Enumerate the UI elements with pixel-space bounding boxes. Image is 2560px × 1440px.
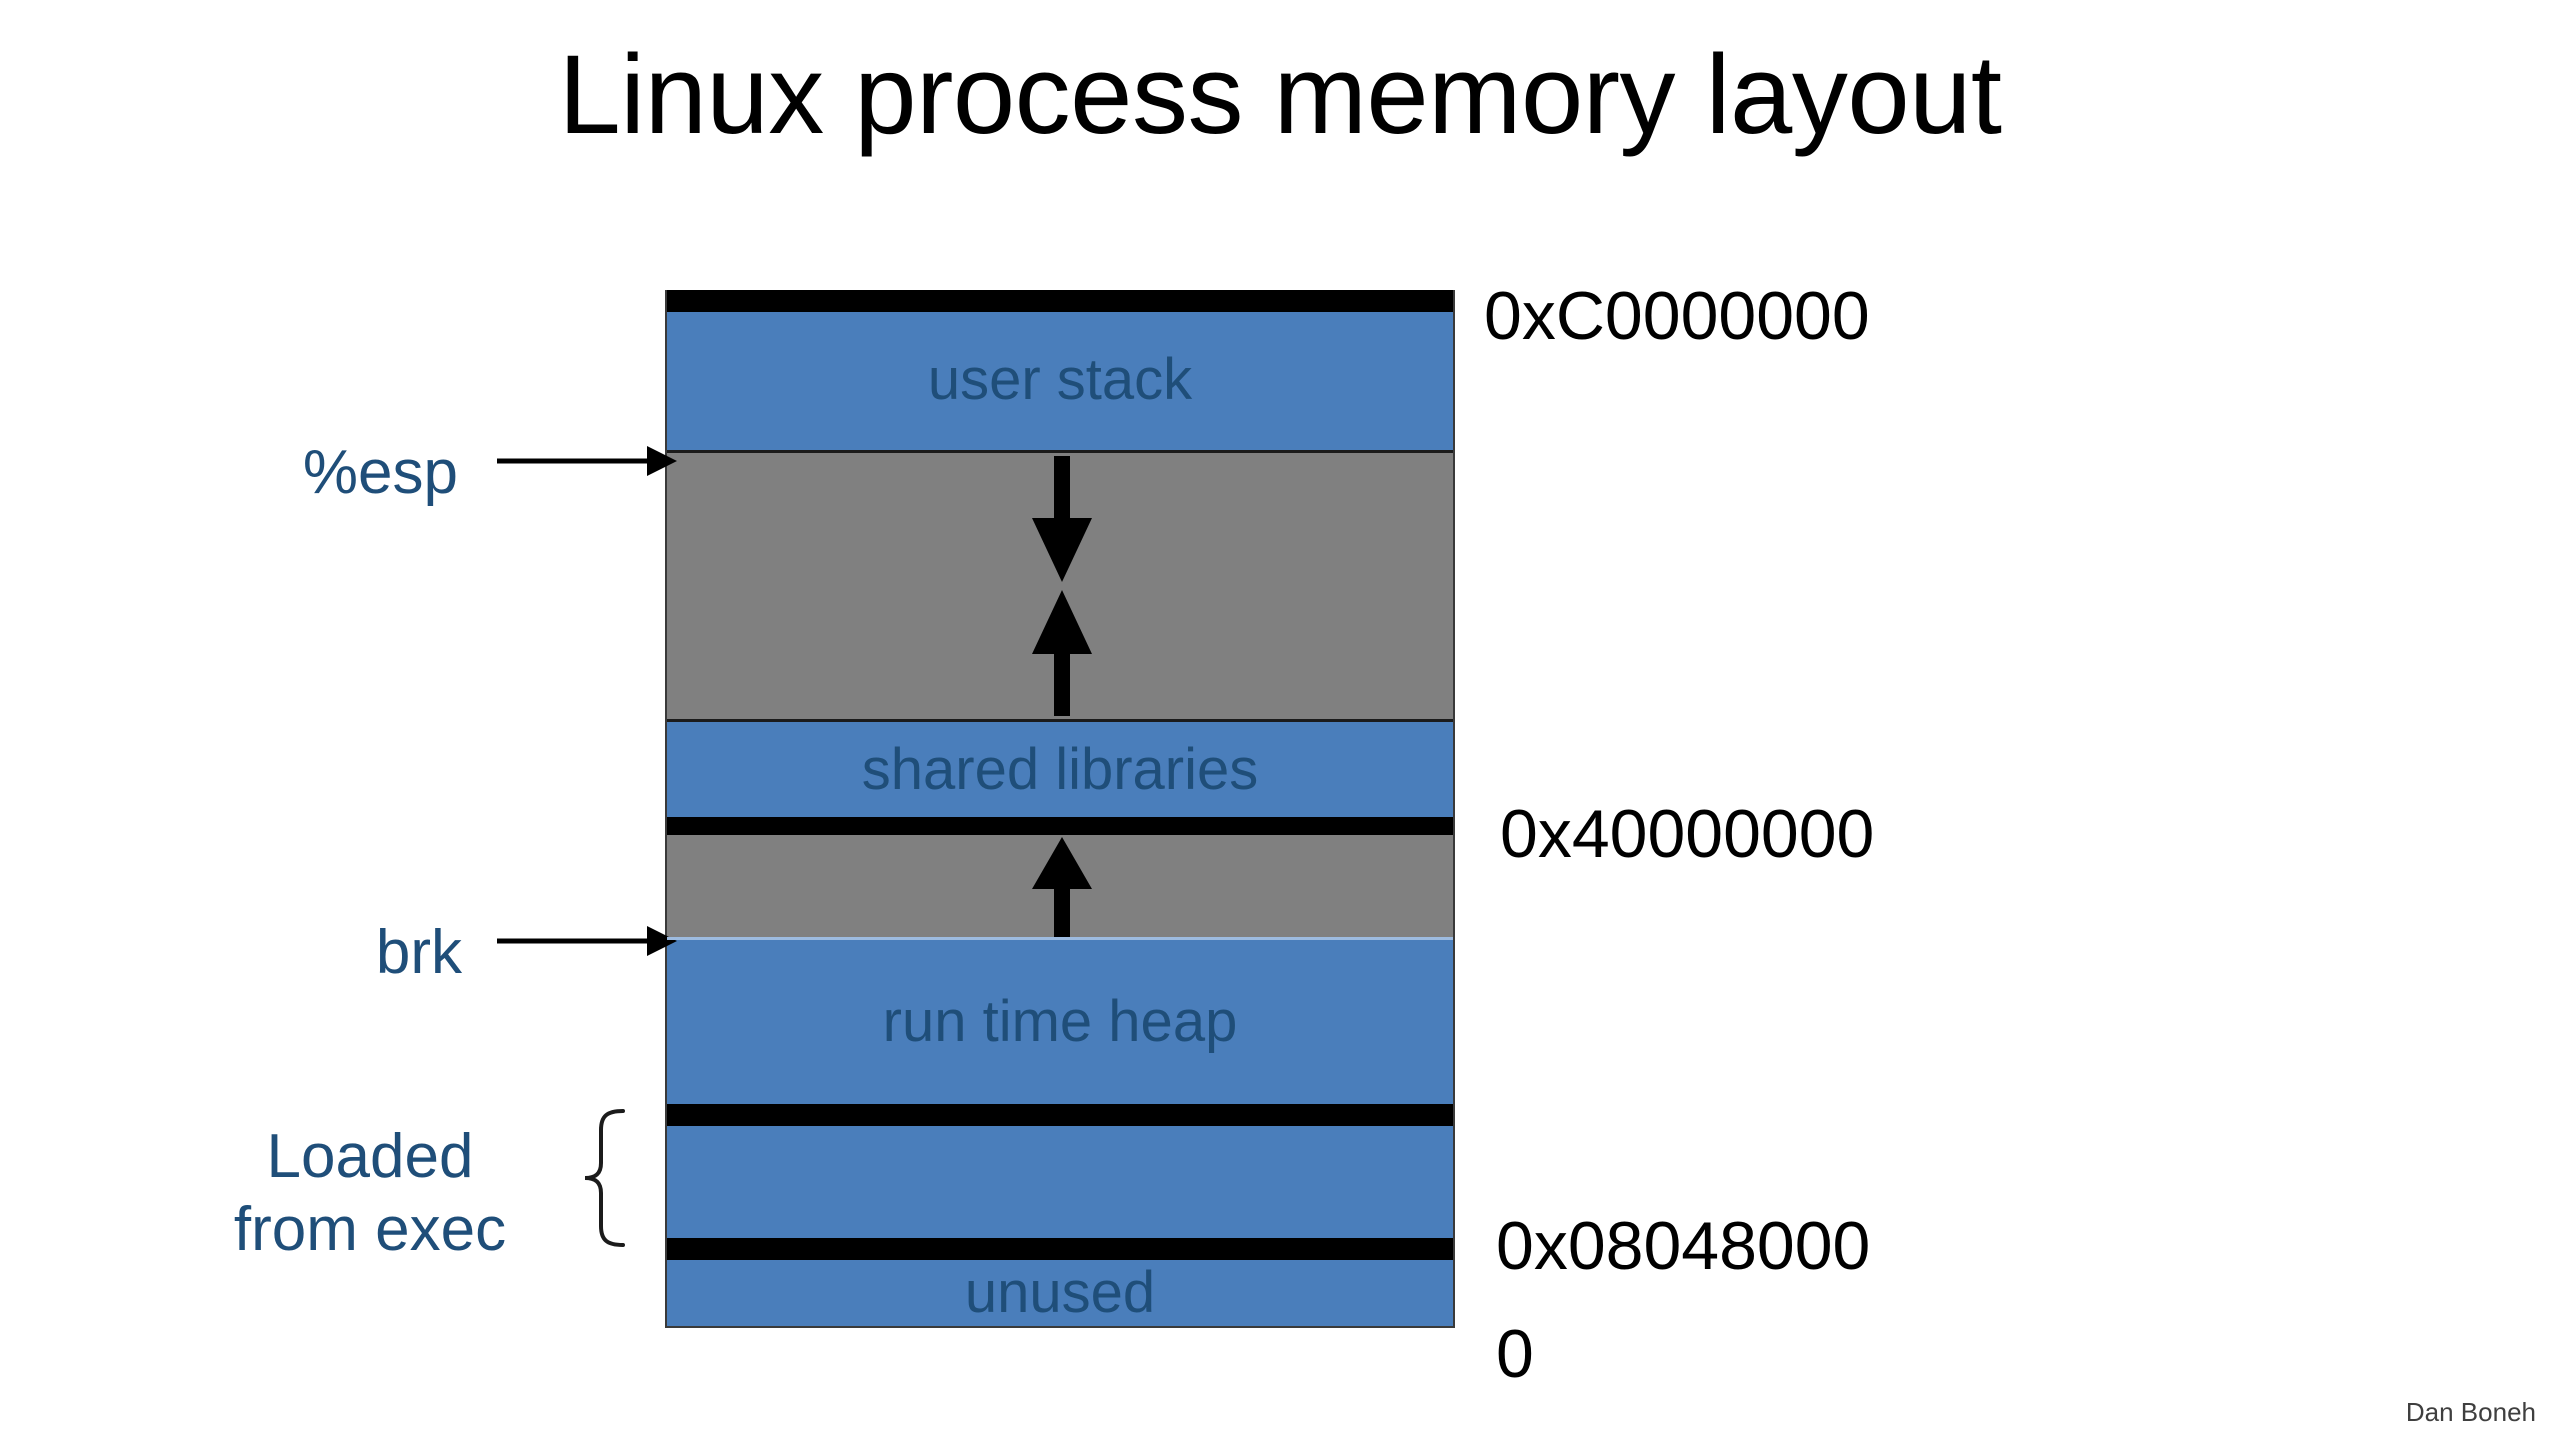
rule-0x08048000 bbox=[667, 1238, 1453, 1260]
curly-brace-icon bbox=[584, 1109, 625, 1247]
stack-grows-down-icon bbox=[1032, 456, 1092, 582]
segment-shared-libraries: shared libraries bbox=[667, 722, 1453, 817]
rule-top-boundary bbox=[667, 290, 1453, 312]
rule-loaded-top bbox=[667, 1104, 1453, 1126]
pointer-arrow-esp bbox=[497, 446, 677, 476]
segment-run-time-heap: run time heap bbox=[667, 940, 1453, 1104]
page-title: Linux process memory layout bbox=[558, 32, 2002, 157]
memory-layout-diagram: user stack shared libraries run time hea… bbox=[665, 290, 1455, 1328]
brace-label-line2: from exec bbox=[233, 1195, 507, 1265]
pointer-label-esp: %esp bbox=[302, 438, 458, 507]
rule-0x40000000 bbox=[667, 817, 1453, 835]
segment-user-stack: user stack bbox=[667, 310, 1453, 450]
segment-label-run-time-heap: run time heap bbox=[882, 989, 1238, 1054]
author-credit: Dan Boneh bbox=[2405, 1397, 2536, 1427]
stack-void-grows-up-icon bbox=[1032, 590, 1092, 716]
address-label-shared-libraries: 0x40000000 bbox=[1500, 796, 1875, 872]
heap-grows-up-icon bbox=[1032, 837, 1092, 937]
brace-label-loaded-from-exec: Loaded from exec bbox=[170, 1120, 570, 1266]
pointer-label-brk: brk bbox=[375, 918, 462, 987]
hairline-brk bbox=[667, 937, 1453, 940]
segment-label-user-stack: user stack bbox=[927, 347, 1193, 412]
address-label-zero: 0 bbox=[1496, 1316, 1534, 1392]
segment-unused: unused bbox=[667, 1260, 1453, 1326]
address-label-top: 0xC0000000 bbox=[1484, 278, 1870, 354]
brace-label-line1: Loaded bbox=[266, 1122, 474, 1191]
address-label-text-segment: 0x08048000 bbox=[1496, 1208, 1871, 1284]
segment-label-shared-libraries: shared libraries bbox=[861, 736, 1259, 802]
segment-label-unused: unused bbox=[964, 1260, 1156, 1325]
pointer-arrow-brk bbox=[497, 926, 677, 956]
hairline-esp bbox=[667, 450, 1453, 453]
segment-loaded-from-exec bbox=[667, 1126, 1453, 1238]
hairline-libs-top bbox=[667, 719, 1453, 722]
